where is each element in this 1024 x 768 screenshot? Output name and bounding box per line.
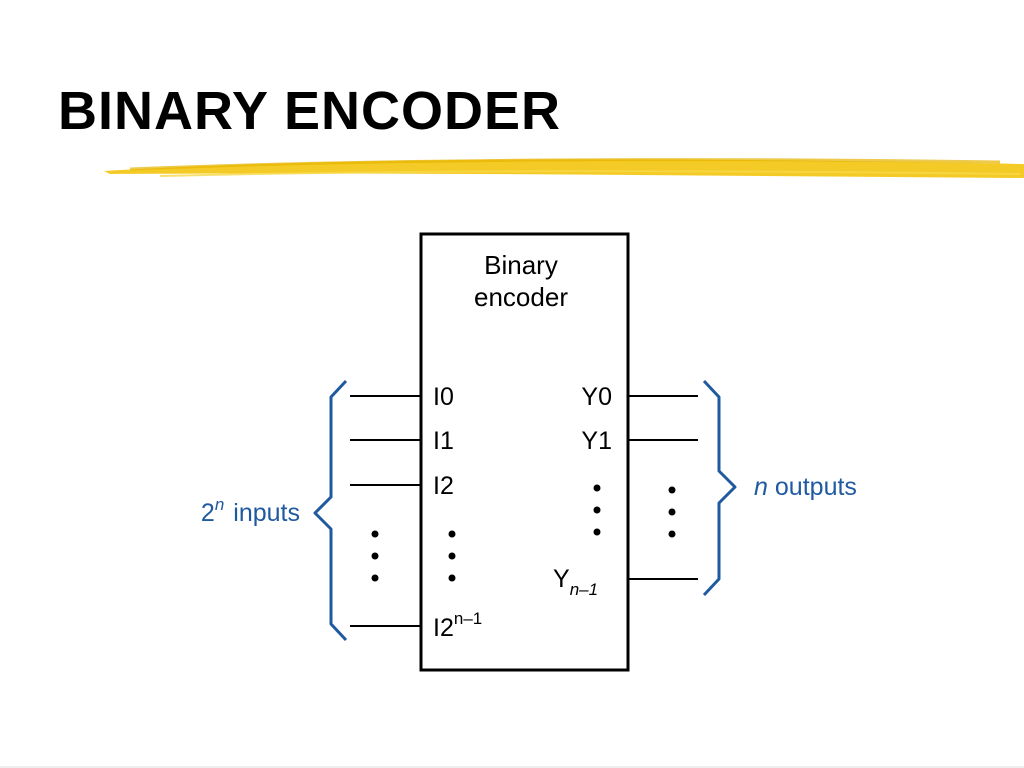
output-group-label-text: outputs xyxy=(775,473,857,501)
input-group-label-exponent: n xyxy=(215,495,224,514)
input-pin-last-exponent: n–1 xyxy=(454,609,482,628)
output-pin-last-subscript: n–1 xyxy=(570,580,598,599)
output-pin-last-base: Y xyxy=(553,565,570,593)
input-pin-last: I2n–1 xyxy=(433,609,482,642)
slide-title: BINARY ENCODER xyxy=(58,81,562,141)
input-pin-i2: I2 xyxy=(433,472,454,500)
input-pin-i1: I1 xyxy=(433,427,454,455)
bottom-divider xyxy=(0,766,1024,768)
input-pin-i0: I0 xyxy=(433,383,454,411)
input-group-label-text: inputs xyxy=(233,499,300,527)
output-group-label-var: n xyxy=(754,473,768,501)
block-title-line2: encoder xyxy=(474,282,568,312)
output-brace xyxy=(702,379,737,597)
output-pin-y1: Y1 xyxy=(581,427,612,455)
output-line-ellipsis xyxy=(668,486,676,538)
encoder-block xyxy=(419,232,630,672)
output-pin-last: Yn–1 xyxy=(553,565,598,599)
input-pin-ellipsis xyxy=(448,530,456,582)
block-title-line1: Binary xyxy=(484,250,558,280)
input-pin-last-base: I2 xyxy=(433,614,454,642)
title-highlight-stroke xyxy=(104,158,1024,178)
input-brace xyxy=(313,379,348,642)
output-pin-y0: Y0 xyxy=(581,383,612,411)
output-pin-ellipsis xyxy=(593,484,601,536)
input-group-label-base: 2 xyxy=(201,499,215,527)
input-line-ellipsis xyxy=(371,530,379,582)
